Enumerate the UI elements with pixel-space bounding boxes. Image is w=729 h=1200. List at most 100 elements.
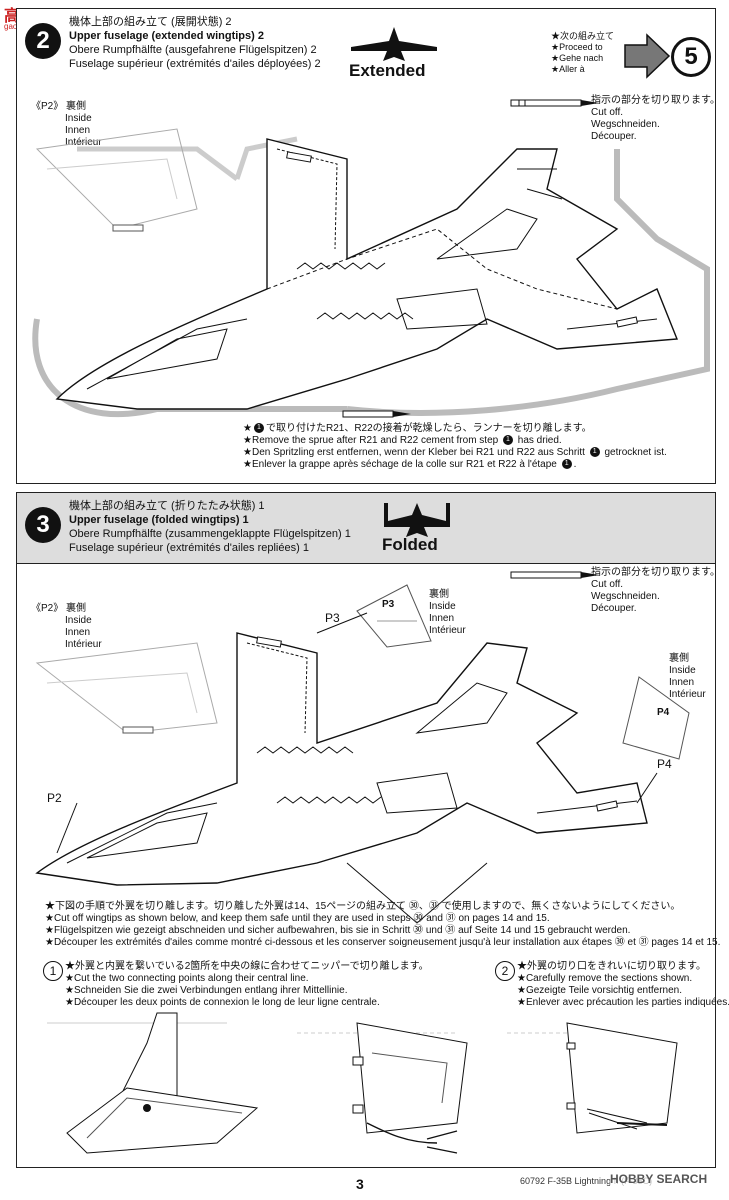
cut-en: Cut off.	[591, 579, 624, 590]
inside-en: Inside	[669, 665, 696, 676]
step-ref-chip: 1	[561, 459, 572, 470]
inside-en: Inside	[429, 601, 456, 612]
cut-en: Cut off.	[591, 107, 624, 118]
step-3-panel: 3 機体上部の組み立て (折りたたみ状態) 1 Upper fuselage (…	[16, 492, 729, 1168]
inst-de: ★Flügelspitzen wie gezeigt abschneiden u…	[45, 925, 631, 936]
hobby-search-watermark: HOBBY SEARCH	[610, 1172, 708, 1186]
step-3-title-ja: 機体上部の組み立て (折りたたみ状態) 1	[69, 500, 265, 512]
step-2-panel: 2 機体上部の組み立て (展開状態) 2 Upper fuselage (ext…	[16, 8, 720, 484]
cut-ja: 指示の部分を切り取ります。	[591, 95, 720, 106]
jet-upper-fuselage-extended-drawing	[55, 138, 679, 410]
p2-callout-label: P2	[47, 791, 62, 805]
step-ref-chip: 1	[253, 423, 264, 434]
step-2-title-fr: Fuselage supérieur (extrémités d'ailes d…	[69, 58, 321, 70]
inside-fr: Intérieur	[65, 639, 102, 650]
inside-ja: 裏側	[429, 589, 449, 600]
inside-view-drawing	[35, 642, 218, 734]
knife-icon	[510, 571, 599, 579]
cut-de: Wegschneiden.	[591, 119, 660, 130]
product-code: 60792 F-35B Lightning II (F-35C)	[520, 1176, 653, 1186]
sub1-ja: ★外翼と内翼を繋いでいる2箇所を中央の線に合わせてニッパーで切り離します。	[65, 961, 429, 972]
cut-fr: Découper.	[591, 603, 637, 614]
inside-ja: 裏側	[669, 653, 689, 664]
proceed-to-text: ★次の組み立て ★Proceed to ★Gehe nach ★Aller à	[551, 31, 614, 75]
step-2-title-de: Obere Rumpfhälfte (ausgefahrene Flügelsp…	[69, 44, 317, 56]
cut-ja: 指示の部分を切り取ります。	[591, 567, 720, 578]
extended-silhouette-icon	[351, 27, 437, 61]
sub2-ja: ★外翼の切り口をきれいに切り取ります。	[517, 961, 706, 972]
page-number: 3	[356, 1176, 364, 1192]
note-de-end: getrocknet ist.	[604, 447, 667, 458]
sub1-en: ★Cut the two connecting points along the…	[65, 973, 309, 984]
note-de: Den Spritzling erst entfernen, wenn der …	[251, 447, 585, 458]
note-ja: で取り付けたR21、R22の接着が乾燥したら、ランナーを切り離します。	[265, 423, 592, 434]
proceed-fr: ★Aller à	[551, 64, 585, 74]
folded-silhouette-icon	[384, 503, 450, 537]
inside-de: Innen	[65, 125, 91, 136]
step-3-title-fr: Fuselage supérieur (extrémités d'ailes r…	[69, 542, 309, 554]
step-3-title-en: Upper fuselage (folded wingtips) 1	[69, 514, 249, 526]
proceed-de: ★Gehe nach	[551, 53, 604, 63]
step-ref-chip: 1	[589, 447, 600, 458]
step-3-header	[17, 493, 715, 564]
note-en: Remove the sprue after R21 and R22 cemen…	[251, 435, 499, 446]
cut-off-text: 指示の部分を切り取ります。 Cut off. Wegschneiden. Déc…	[591, 567, 720, 615]
substep-1-text: ★外翼と内翼を繋いでいる2箇所を中央の線に合わせてニッパーで切り離します。 ★C…	[65, 961, 429, 1009]
step-2-title-ja: 機体上部の組み立て (展開状態) 2	[69, 16, 232, 28]
p3-callout-label: P3	[325, 611, 340, 625]
proceed-ja: ★次の組み立て	[551, 31, 615, 41]
p4-callout-label: P4	[657, 757, 672, 771]
note-fr: Enlever la grappe après séchage de la co…	[251, 459, 557, 470]
p4-inside-text: 裏側 Inside Innen Intérieur	[669, 653, 706, 701]
step-2-number: 2	[25, 23, 61, 59]
step-3-titles: 機体上部の組み立て (折りたたみ状態) 1 Upper fuselage (fo…	[69, 499, 351, 555]
proceed-arrow-icon	[624, 33, 671, 79]
step-3-number: 3	[25, 507, 61, 543]
ref-label: 《P2》	[31, 603, 64, 614]
wingtip-cutting-diagrams	[47, 1012, 678, 1154]
p3-inner-label: P3	[382, 599, 395, 610]
substep-2-text: ★外翼の切り口をきれいに切り取ります。 ★Carefully remove th…	[517, 961, 729, 1009]
next-step-number: 5	[671, 37, 711, 77]
step-3-title-de: Obere Rumpfhälfte (zusammengeklappte Flü…	[69, 528, 351, 540]
ref-label: 《P2》	[31, 101, 64, 112]
inst-fr: ★Découper les extrémités d'ailes comme m…	[45, 937, 721, 948]
inside-fr: Intérieur	[669, 689, 706, 700]
step-3-instructions: ★下図の手順で外翼を切り離します。切り離した外翼は14、15ページの組み立て ㉚…	[45, 901, 721, 949]
sprue-cutter-icon	[342, 410, 411, 418]
step-2-titles: 機体上部の組み立て (展開状態) 2 Upper fuselage (exten…	[69, 15, 321, 71]
inside-de: Innen	[65, 627, 91, 638]
inside-de: Innen	[429, 613, 455, 624]
cut-off-text: 指示の部分を切り取ります。 Cut off. Wegschneiden. Déc…	[591, 95, 720, 143]
substep-2-number: 2	[495, 961, 515, 981]
inst-en: ★Cut off wingtips as shown below, and ke…	[45, 913, 550, 924]
note-en-end: has dried.	[517, 435, 562, 446]
p4-part-drawing	[622, 676, 690, 760]
p3-inside-text: 裏側 Inside Innen Intérieur	[429, 589, 466, 637]
step-3-inside-label: 《P2》 裏側 Inside Innen Intérieur	[31, 603, 102, 651]
extended-label: Extended	[349, 61, 426, 80]
inside-ja: 裏側	[66, 101, 87, 112]
cut-fr: Découper.	[591, 131, 637, 142]
cut-de: Wegschneiden.	[591, 591, 660, 602]
step-2-title-en: Upper fuselage (extended wingtips) 2	[69, 30, 264, 42]
proceed-en: ★Proceed to	[551, 42, 603, 52]
sub1-de: ★Schneiden Sie die zwei Verbindungen ent…	[65, 985, 348, 996]
substep-1-number: 1	[43, 961, 63, 981]
knife-icon	[510, 99, 599, 107]
folded-label: Folded	[382, 535, 438, 554]
inside-fr: Intérieur	[429, 625, 466, 636]
sub2-de: ★Gezeigte Teile vorsichtig entfernen.	[517, 985, 682, 996]
p4-inner-label: P4	[657, 707, 670, 718]
inside-de: Innen	[669, 677, 695, 688]
p3-part-drawing	[356, 584, 432, 648]
inside-en: Inside	[65, 615, 92, 626]
sub1-fr: ★Découper les deux points de connexion l…	[65, 997, 380, 1008]
inst-ja: ★下図の手順で外翼を切り離します。切り離した外翼は14、15ページの組み立て ㉚…	[45, 901, 681, 912]
inside-en: Inside	[65, 113, 92, 124]
sub2-en: ★Carefully remove the sections shown.	[517, 973, 693, 984]
sub2-fr: ★Enlever avec précaution les parties ind…	[517, 997, 729, 1008]
step-ref-chip: 1	[503, 435, 513, 446]
jet-upper-fuselage-folded-drawing	[35, 612, 658, 924]
